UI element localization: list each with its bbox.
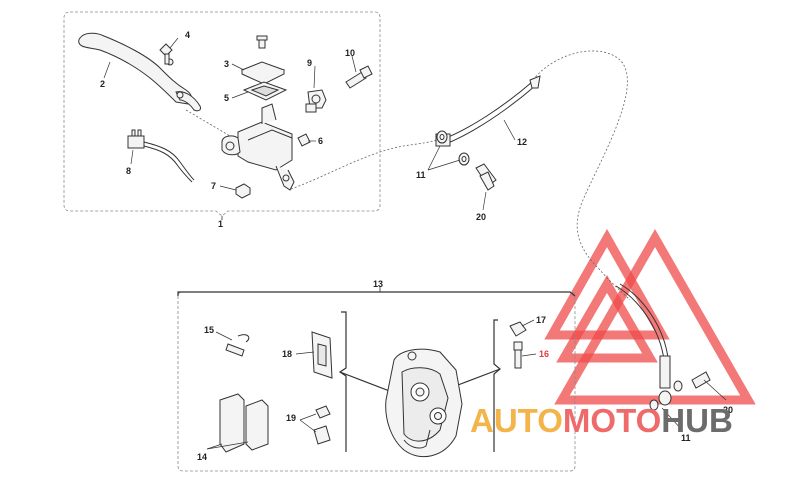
caliper-bracket-lines bbox=[338, 311, 501, 452]
callout-20: 20 bbox=[476, 212, 487, 222]
lever-pin-part bbox=[159, 43, 173, 65]
callout-14: 14 bbox=[197, 452, 208, 462]
group-13-frame bbox=[177, 291, 576, 472]
callout-9: 9 bbox=[307, 58, 313, 68]
watermark-part-hub: HUB bbox=[661, 402, 733, 439]
callout-3: 3 bbox=[224, 59, 230, 69]
watermark-part-moto: MOTO bbox=[562, 402, 662, 439]
callout-13: 13 bbox=[373, 279, 384, 289]
callout-4: 4 bbox=[185, 30, 191, 40]
callout-11-lower: 11 bbox=[681, 433, 691, 443]
callout-10: 10 bbox=[345, 48, 356, 58]
spring-plate-18-part bbox=[311, 331, 333, 379]
bolt-10-part bbox=[345, 65, 373, 89]
callout-leader-lines bbox=[103, 37, 727, 450]
callout-1: 1 bbox=[218, 219, 224, 229]
callout-19: 19 bbox=[286, 413, 297, 423]
lower-hose-fitting-part bbox=[615, 283, 711, 411]
nut-7-part bbox=[235, 183, 251, 199]
hose-route-dashed bbox=[290, 50, 631, 301]
callout-18: 18 bbox=[282, 349, 293, 359]
callout-2: 2 bbox=[100, 79, 106, 89]
brake-pads-14-part bbox=[219, 393, 269, 453]
callout-20-lower: 20 bbox=[723, 405, 734, 415]
banjo-bolt-20-part bbox=[475, 163, 497, 191]
callout-16: 16 bbox=[539, 349, 550, 359]
callout-7: 7 bbox=[211, 181, 217, 191]
brake-caliper-part bbox=[385, 348, 463, 458]
callout-8: 8 bbox=[126, 166, 132, 176]
banjo-fitting-part bbox=[305, 89, 327, 113]
watermark-text: AUTOMOTOHUB bbox=[470, 403, 733, 439]
reservoir-cap-part bbox=[240, 35, 286, 85]
watermark-logo-triangles bbox=[544, 228, 756, 405]
screw-6-part bbox=[297, 133, 311, 147]
callout-17: 17 bbox=[536, 315, 547, 325]
pad-pin-15-part bbox=[225, 334, 250, 357]
callout-6: 6 bbox=[318, 136, 324, 146]
washers-11-part bbox=[436, 130, 470, 166]
bleed-cap-17-part bbox=[509, 321, 527, 337]
brake-lever-part bbox=[78, 32, 201, 112]
brake-switch-part bbox=[127, 129, 195, 183]
callout-12: 12 bbox=[517, 137, 528, 147]
reservoir-gasket-part bbox=[242, 81, 288, 101]
group-1-frame bbox=[63, 11, 381, 217]
callout-5: 5 bbox=[224, 93, 230, 103]
watermark-part-auto: AUTO bbox=[470, 402, 563, 439]
fittings-19-part bbox=[313, 405, 331, 445]
bleed-valve-16-part bbox=[513, 341, 523, 369]
group-13-bracket bbox=[177, 291, 576, 297]
brake-hose-part bbox=[435, 75, 541, 147]
callout-15: 15 bbox=[204, 325, 215, 335]
master-cylinder-part bbox=[221, 103, 295, 191]
callout-11: 11 bbox=[416, 170, 426, 180]
